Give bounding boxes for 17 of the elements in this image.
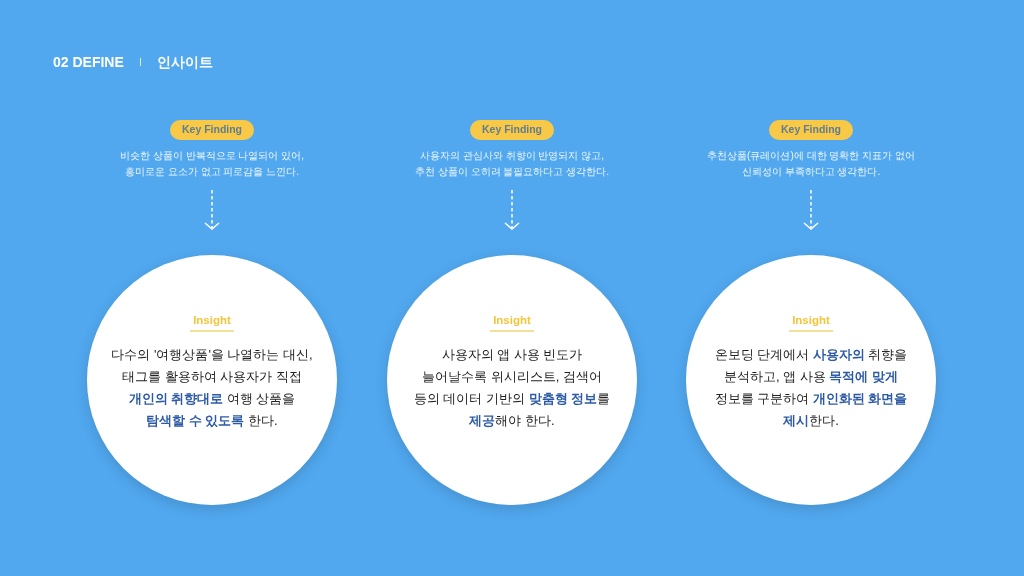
page-title: 인사이트 [156,52,213,72]
insight-text: 온보딩 단계에서 사용자의 취향을 분석하고, 앱 사용 목적에 맞게 정보를 구분하여 개인화된 화면을 제시한다. [713,346,909,430]
insight-heading: Insight [789,312,833,332]
dashed-arrow [204,189,220,230]
insight-text: 사용자의 앱 사용 빈도가 늘어날수록 위시리스트, 검색어 등의 데이터 기반의 맞춤형 정보를 제공해야 한다. [412,346,612,430]
insight-heading: Insight [490,312,534,332]
finding-text: 추천상품(큐레이션)에 대한 명확한 지표가 없어 신뢰성이 부족하다고 생각한다. [697,148,925,182]
dashed-arrow [803,189,819,230]
finding-text: 비슷한 상품이 반복적으로 나열되어 있어, 흥미로운 요소가 없고 피로감을 느낀다. [104,148,320,182]
insight-text: 다수의 '여행상품'을 나열하는 대신, 태그를 활용하여 사용자가 직접 개인의 취향대로 여행 상품을 탐색할 수 있도록 한다. [110,346,314,430]
key-finding-tag: Key Finding [769,120,853,140]
key-finding-tag: Key Finding [470,120,554,140]
dashed-arrow [504,189,520,230]
section-label: 02 DEFINE [53,52,124,72]
key-finding-tag: Key Finding [170,120,254,140]
insight-heading: Insight [190,312,234,332]
finding-text: 사용자의 관심사와 취향이 반영되지 않고, 추천 상품이 오히려 불필요하다고 생각한다. [409,148,615,182]
